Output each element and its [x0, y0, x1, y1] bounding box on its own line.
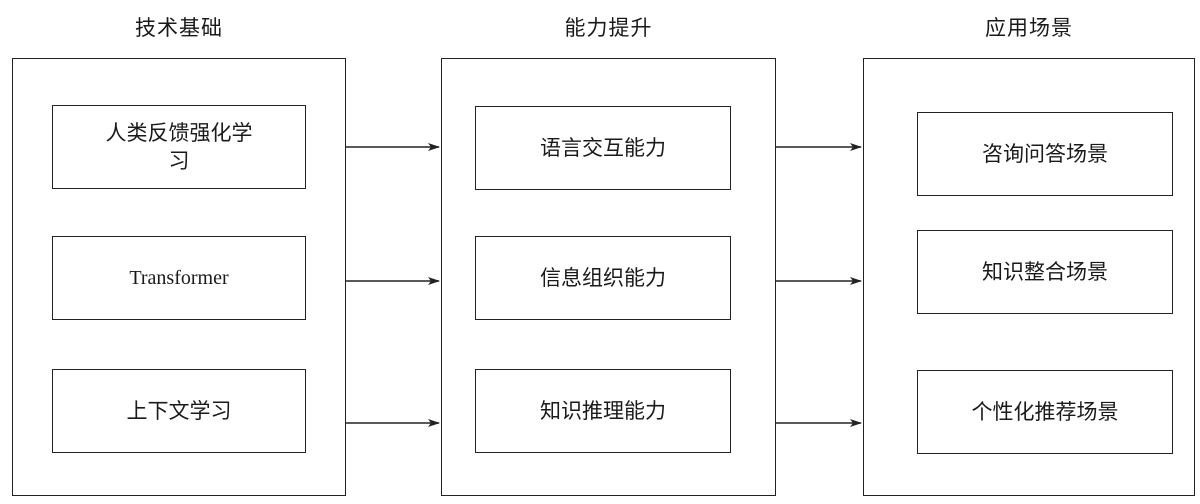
node-rlhf: 人类反馈强化学习 — [52, 105, 306, 189]
node-consultation-qa: 咨询问答场景 — [917, 112, 1173, 196]
node-knowledge-reasoning: 知识推理能力 — [475, 369, 731, 453]
node-language-interaction-label: 语言交互能力 — [540, 136, 666, 160]
column-title-capability: 能力提升 — [564, 16, 653, 40]
node-personalized-recommendation: 个性化推荐场景 — [917, 370, 1173, 454]
node-knowledge-integration: 知识整合场景 — [917, 230, 1173, 314]
node-knowledge-reasoning-label: 知识推理能力 — [540, 399, 666, 423]
node-language-interaction: 语言交互能力 — [475, 106, 731, 190]
node-rlhf-label: 人类反馈强化学习 — [105, 121, 253, 173]
node-knowledge-integration-label: 知识整合场景 — [982, 260, 1108, 284]
node-in-context-learning: 上下文学习 — [52, 369, 306, 453]
column-title-applications: 应用场景 — [985, 16, 1073, 40]
node-personalized-recommendation-label: 个性化推荐场景 — [971, 400, 1119, 424]
node-information-organization-label: 信息组织能力 — [540, 266, 666, 290]
node-in-context-learning-label: 上下文学习 — [126, 399, 232, 423]
node-consultation-qa-label: 咨询问答场景 — [982, 142, 1108, 166]
node-transformer: Transformer — [52, 236, 306, 320]
node-transformer-label: Transformer — [129, 267, 229, 289]
column-title-tech-foundation: 技术基础 — [135, 16, 223, 40]
node-information-organization: 信息组织能力 — [475, 236, 731, 320]
